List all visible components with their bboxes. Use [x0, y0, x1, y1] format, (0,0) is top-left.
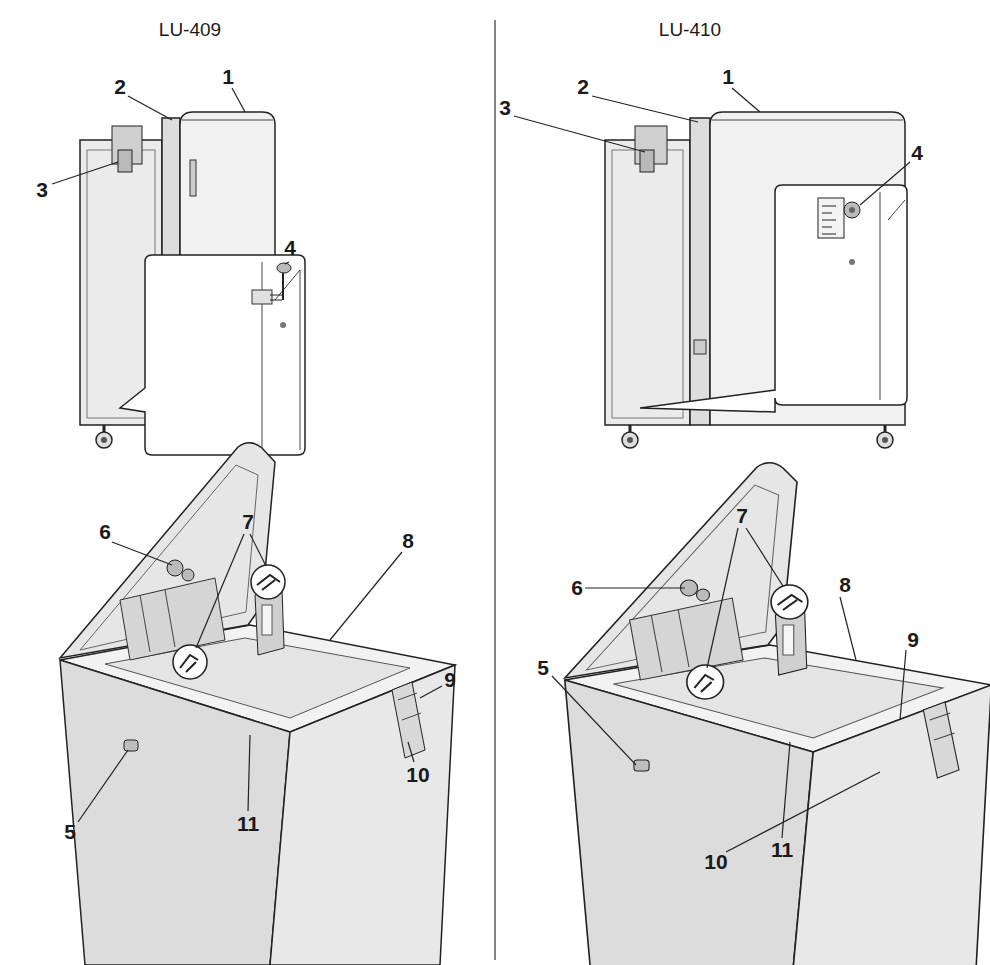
leader-lines-part: [840, 597, 856, 660]
front-view-lu410-part: [712, 120, 903, 121]
front-view-lu409-part: [101, 437, 107, 443]
open-unit-lu410: [565, 463, 990, 965]
callout-number: 7: [736, 504, 748, 528]
front-view-lu410-part: [640, 185, 907, 412]
front-view-lu410-part: [690, 118, 710, 425]
callout-number: 3: [36, 178, 48, 202]
leader-lines-part: [52, 162, 118, 184]
front-view-lu409-part: [190, 160, 196, 196]
front-view-lu410-part: [605, 140, 690, 425]
front-view-lu410-part: [884, 425, 887, 432]
callout-number: 1: [222, 65, 234, 89]
front-view-lu409-part: [96, 432, 112, 448]
front-view-lu409-part: [270, 300, 282, 301]
callout-number: 8: [402, 529, 414, 553]
front-view-lu410-part: [627, 437, 633, 443]
leader-lines-part: [732, 88, 760, 112]
leader-lines-part: [196, 534, 244, 648]
front-view-lu410-part: [622, 432, 638, 448]
front-view-lu410: [605, 112, 907, 448]
callout-number: 11: [771, 838, 793, 862]
leader-lines-part: [707, 528, 738, 668]
model-name: LU-410: [659, 19, 721, 41]
front-view-lu409-part: [120, 255, 305, 455]
leader-lines-part: [552, 676, 636, 765]
callout-number: 8: [839, 573, 851, 597]
leader-lines-part: [285, 262, 289, 264]
callout-number: 6: [571, 576, 583, 600]
front-view-lu410-part: [640, 150, 654, 172]
front-view-lu410-part: [844, 202, 860, 218]
front-view-lu410-part: [882, 437, 888, 443]
front-view-lu410-part: [694, 340, 706, 354]
leader-lines-part: [250, 534, 266, 566]
front-view-lu409-part: [103, 425, 106, 432]
callout-number: 1: [722, 65, 734, 89]
front-view-lu409-part: [118, 150, 132, 172]
leader-lines-part: [746, 528, 783, 586]
callout-number: 2: [577, 75, 589, 99]
front-view-lu409-part: [270, 295, 282, 296]
leader-lines-part: [592, 96, 698, 122]
leader-lines-part: [112, 542, 172, 565]
callout-number: 4: [284, 236, 296, 260]
leader-lines-part: [248, 735, 250, 811]
front-view-lu410-part: [849, 259, 855, 265]
leader-lines-part: [78, 750, 128, 822]
callout-number: 6: [99, 520, 111, 544]
callout-number: 5: [64, 820, 76, 844]
front-view-lu409-part: [252, 290, 272, 304]
leader-lines-part: [420, 686, 442, 698]
front-view-lu409-part: [277, 263, 291, 273]
front-view-lu410-part: [849, 207, 855, 213]
leader-lines-part: [782, 742, 790, 838]
leader-lines: [52, 88, 910, 852]
front-view-lu410-part: [822, 206, 836, 234]
leader-lines-part: [408, 742, 414, 762]
front-view-lu410-part: [629, 425, 632, 432]
leader-lines-part: [585, 587, 685, 588]
callout-number: 10: [704, 850, 727, 874]
leader-lines-part: [330, 552, 402, 640]
callout-number: 3: [499, 96, 511, 120]
front-view-lu410-part: [818, 198, 844, 238]
divider-line: [494, 20, 495, 960]
callout-number: 2: [114, 75, 126, 99]
callout-number: 11: [237, 812, 259, 836]
callout-number: 9: [907, 628, 919, 652]
front-view-lu410-part: [880, 192, 905, 400]
front-view-lu410-part: [612, 150, 683, 418]
leader-lines-part: [726, 772, 880, 852]
leader-lines-part: [860, 162, 910, 205]
front-view-lu409-part: [282, 270, 284, 300]
front-view-lu409-part: [280, 322, 286, 328]
leader-lines-part: [128, 96, 172, 120]
leader-lines-part: [514, 116, 645, 152]
open-unit-lu409: [60, 443, 455, 965]
callout-number: 7: [242, 510, 254, 534]
front-view-lu410-part: [877, 432, 893, 448]
callout-number: 5: [537, 656, 549, 680]
model-name: LU-409: [159, 19, 221, 41]
callout-number: 4: [911, 141, 923, 165]
callout-number: 9: [444, 668, 456, 692]
leader-lines-part: [232, 88, 245, 112]
callout-number: 10: [406, 763, 429, 787]
front-view-lu409-part: [182, 120, 273, 121]
leader-lines-part: [900, 650, 906, 720]
